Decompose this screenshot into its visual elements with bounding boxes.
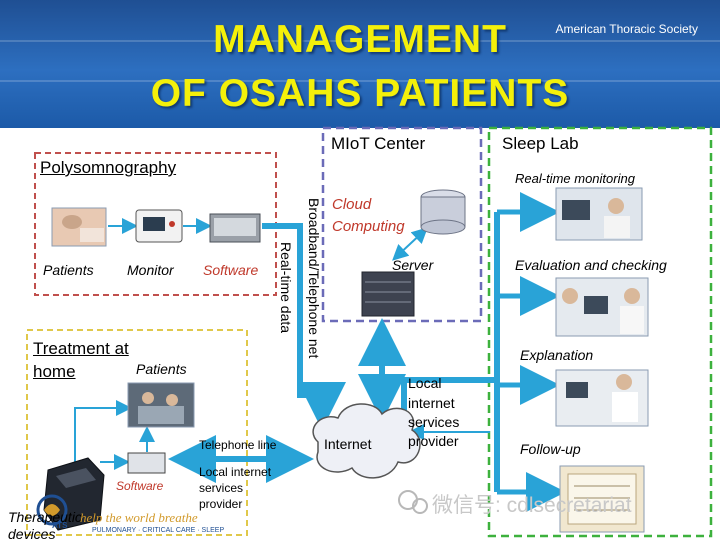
- sleep-lab-item: Follow-up: [520, 441, 581, 457]
- sleep-lab-title: Sleep Lab: [502, 134, 579, 153]
- home-software-icon: [127, 452, 166, 474]
- header-stripe: [0, 40, 720, 42]
- device-to-patients-arrow: [74, 400, 132, 470]
- ats-text: ATS: [52, 521, 68, 530]
- miot-title: MIoT Center: [331, 134, 426, 153]
- poly-patients-label: Patients: [43, 262, 94, 278]
- server-cloud-arrow: [392, 227, 428, 261]
- cloud-label-2: Computing: [332, 218, 405, 235]
- home-patients-label: Patients: [136, 361, 187, 377]
- wechat-watermark: 微信号: cdlsecretariat: [432, 494, 632, 517]
- isp-right-line: provider: [408, 433, 459, 449]
- title-line-2: OF OSAHS PATIENTS: [150, 72, 570, 115]
- telephone-line-label: Telephone line: [199, 438, 277, 452]
- treatment-title-2: home: [33, 362, 76, 381]
- poly-monitor-label: Monitor: [127, 262, 174, 278]
- isp-bottom-line: Local internet: [199, 465, 272, 479]
- poly-software-label: Software: [203, 262, 259, 278]
- sleep-lab-item: Explanation: [520, 347, 594, 363]
- isp-right-line: internet: [408, 395, 455, 411]
- isp-right-line: services: [408, 414, 460, 430]
- therapeutic-label-1: Therapeutic: [8, 509, 82, 525]
- header-stripe: [0, 80, 720, 82]
- society-name: American Thoracic Society: [555, 22, 699, 36]
- wechat-icon: [398, 490, 418, 510]
- database-bottom: [420, 219, 466, 235]
- ats-logo-icon: [36, 494, 68, 526]
- isp-bottom-line: provider: [199, 497, 243, 511]
- isp-bottom-line: services: [199, 481, 244, 495]
- realtime-data-label: Real-time data: [278, 242, 294, 334]
- home-software-label: Software: [116, 479, 164, 493]
- internet-label: Internet: [324, 436, 372, 452]
- realtime-data-arrow: [262, 223, 346, 430]
- header-banner: MANAGEMENT OF OSAHS PATIENTS American Th…: [0, 0, 720, 128]
- internet-cloud: [312, 403, 421, 479]
- sleep-lab-box: [487, 126, 713, 538]
- title-line-1: MANAGEMENT: [213, 18, 507, 61]
- sleep-lab-item: Real-time monitoring: [515, 171, 635, 186]
- treatment-title-1: Treatment at: [33, 339, 129, 358]
- treatment-box: [26, 329, 248, 536]
- polysomnography-title: Polysomnography: [40, 158, 177, 177]
- sleep-lab-item: Evaluation and checking: [515, 257, 667, 273]
- therapeutic-label-2: devices: [8, 526, 56, 542]
- ats-subline: PULMONARY · CRITICAL CARE · SLEEP: [92, 527, 225, 534]
- cloud-label-1: Cloud: [332, 196, 372, 213]
- sleeping-patient-photo: [51, 207, 107, 247]
- ats-slogan: help the world breathe: [80, 510, 198, 525]
- server-rack-icon: [361, 271, 415, 317]
- broadband-label: Broadband/Telephone net: [306, 198, 322, 359]
- server-label: Server: [392, 257, 434, 273]
- isp-right-line: Local: [408, 375, 442, 391]
